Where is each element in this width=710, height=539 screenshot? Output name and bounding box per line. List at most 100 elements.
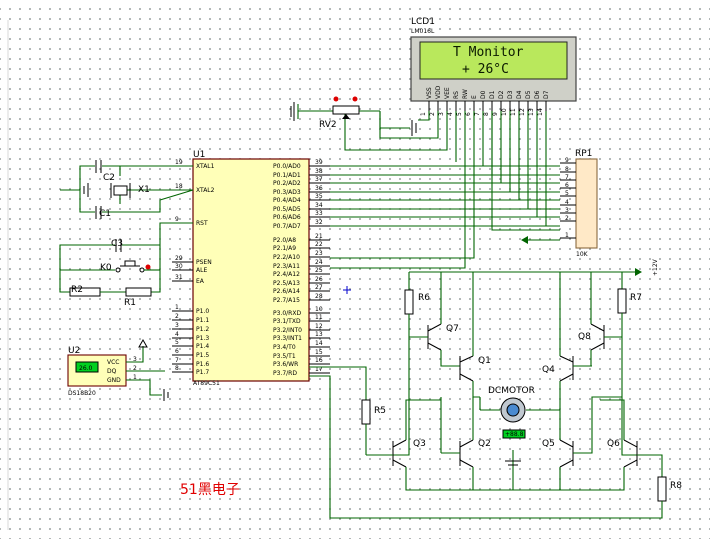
r5-label: R5 bbox=[374, 406, 386, 416]
q4-label: Q4 bbox=[542, 365, 555, 375]
dc-motor: DCMOTOR +88.8 bbox=[479, 386, 560, 490]
mcu-right-pin-name: P2.6/A14 bbox=[273, 288, 300, 295]
lcd-pin-number: 10 bbox=[501, 108, 508, 116]
lcd-pin-name: D0 bbox=[480, 90, 487, 99]
transistor-q6: Q6 bbox=[560, 399, 663, 491]
rp1-pin-number: 4 bbox=[565, 199, 569, 206]
lcd-pin-name: VDD bbox=[435, 85, 442, 99]
q1-label: Q1 bbox=[478, 356, 491, 366]
mcu-right-pin-name: P2.2/A10 bbox=[273, 254, 300, 261]
mcu-right-pin-name: P2.0/A8 bbox=[273, 237, 296, 244]
mcu-at89c51: U1 AT89C51 19XTAL118XTAL29RST29PSEN30ALE… bbox=[172, 150, 330, 387]
mcu-part: AT89C51 bbox=[193, 380, 220, 387]
mcu-right-pin-number: 36 bbox=[315, 185, 323, 192]
oscillator-circuit: C2 X1 C1 bbox=[60, 160, 194, 219]
mcu-left-pin-name: EA bbox=[196, 278, 205, 285]
transistor-q3: Q3 bbox=[366, 399, 473, 491]
q6-label: Q6 bbox=[607, 439, 620, 449]
mcu-left-pin-number: 18 bbox=[175, 183, 183, 190]
mcu-left-pin-number: 3 bbox=[175, 322, 179, 329]
transistor-q4: Q4 bbox=[542, 272, 592, 410]
mcu-left-pin-name: P1.0 bbox=[196, 308, 209, 315]
q7-label: Q7 bbox=[446, 324, 459, 334]
c2-label: C2 bbox=[103, 173, 115, 183]
mcu-right-pin-number: 15 bbox=[315, 349, 323, 356]
lcd-pin-number: 12 bbox=[519, 108, 526, 116]
mcu-right-pin-number: 13 bbox=[315, 331, 323, 338]
mcu-right-pin-number: 12 bbox=[315, 323, 323, 330]
lcd-part: LM016L bbox=[411, 28, 435, 35]
mcu-right-pin-name: P0.6/AD6 bbox=[273, 214, 301, 221]
mcu-left-pin-name: XTAL1 bbox=[196, 163, 215, 170]
k0-label: K0 bbox=[100, 263, 112, 273]
mcu-right-pin-number: 26 bbox=[315, 276, 323, 283]
transistor-q8: Q8 bbox=[578, 272, 622, 366]
mcu-left-pin-name: P1.3 bbox=[196, 335, 209, 342]
mcu-left-pin-number: 31 bbox=[175, 274, 183, 281]
mcu-right-pin-name: P0.4/AD4 bbox=[273, 197, 301, 204]
mcu-right-pin-name: P2.1/A9 bbox=[273, 245, 296, 252]
rp1-pin-number: 9 bbox=[565, 157, 569, 164]
q8-label: Q8 bbox=[578, 332, 591, 342]
supply-label: +12V bbox=[652, 258, 659, 276]
mcu-left-pin-name: P1.4 bbox=[196, 343, 209, 350]
mcu-left-pin-number: 6 bbox=[175, 348, 179, 355]
mcu-right-pin-name: P3.1/TXD bbox=[273, 318, 301, 325]
lcd-pin-number: 4 bbox=[447, 112, 454, 116]
mcu-right-pin-number: 33 bbox=[315, 210, 323, 217]
rv2-label: RV2 bbox=[319, 120, 337, 130]
mcu-left-pin-name: RST bbox=[196, 220, 208, 227]
lcd-pin-name: E bbox=[471, 95, 478, 99]
q5-label: Q5 bbox=[542, 439, 555, 449]
mcu-left-pin-name: XTAL2 bbox=[196, 187, 215, 194]
mcu-left-pin-name: P1.5 bbox=[196, 352, 209, 359]
mcu-right-pin-name: P3.6/WR bbox=[273, 361, 298, 368]
lcd-pin-number: 13 bbox=[528, 108, 535, 116]
watermark: 51黑电子 bbox=[180, 482, 240, 498]
rv2-potentiometer: RV2 bbox=[290, 96, 417, 136]
r2-label: R2 bbox=[71, 285, 83, 295]
transistor-q1: Q1 bbox=[459, 272, 491, 398]
lcd-line-2: + 26°C bbox=[462, 62, 509, 77]
mcu-left-pins: 19XTAL118XTAL29RST29PSEN30ALE31EA1P1.02P… bbox=[172, 159, 215, 376]
mcu-ref: U1 bbox=[193, 150, 205, 160]
sensor-pin-name: DQ bbox=[107, 368, 117, 375]
mcu-right-pin-number: 25 bbox=[315, 267, 323, 274]
transistor-q5: Q5 bbox=[542, 396, 622, 490]
lcd-pin-name: D4 bbox=[516, 90, 523, 99]
lcd-pin-name: D5 bbox=[525, 90, 532, 99]
mcu-right-pin-name: P0.7/AD7 bbox=[273, 223, 301, 230]
motor-readout: +88.8 bbox=[505, 431, 524, 438]
lcd-pin-number: 11 bbox=[510, 108, 517, 116]
mcu-right-pin-number: 17 bbox=[315, 366, 323, 373]
lcd-pin-name: D2 bbox=[498, 90, 505, 99]
mcu-right-pin-number: 11 bbox=[315, 314, 323, 321]
mcu-right-pins: 39P0.0/AD038P0.1/AD137P0.2/AD236P0.3/AD3… bbox=[273, 159, 330, 377]
mcu-right-pin-name: P2.5/A13 bbox=[273, 280, 300, 287]
mcu-left-pin-name: ALE bbox=[196, 267, 207, 274]
lcd-pin-name: D7 bbox=[543, 90, 550, 99]
sensor-pin-number: 3 bbox=[133, 356, 137, 363]
sensor-ref: U2 bbox=[68, 346, 80, 356]
mcu-right-pin-number: 32 bbox=[315, 219, 323, 226]
mcu-left-pin-name: P1.2 bbox=[196, 326, 209, 333]
mcu-left-pin-name: P1.1 bbox=[196, 317, 209, 324]
mcu-left-pin-name: P1.7 bbox=[196, 369, 209, 376]
mcu-right-pin-name: P0.2/AD2 bbox=[273, 180, 301, 187]
mcu-left-pin-number: 5 bbox=[175, 339, 179, 346]
lcd-pin-name: RS bbox=[453, 91, 460, 99]
mcu-right-pin-number: 37 bbox=[315, 176, 323, 183]
rp1-pin-number: 7 bbox=[565, 174, 569, 181]
mcu-left-pin-number: 9 bbox=[175, 216, 179, 223]
lcd-pin-number: 8 bbox=[483, 112, 490, 116]
mcu-right-pin-number: 34 bbox=[315, 202, 323, 209]
mcu-right-pin-name: P3.7/RD bbox=[273, 370, 297, 377]
probe-marker bbox=[343, 286, 351, 294]
q2-label: Q2 bbox=[478, 439, 491, 449]
lcd-pin-number: 5 bbox=[456, 112, 463, 116]
mcu-right-pin-name: P3.3/INT1 bbox=[273, 335, 302, 342]
mcu-right-pin-name: P3.4/T0 bbox=[273, 344, 296, 351]
